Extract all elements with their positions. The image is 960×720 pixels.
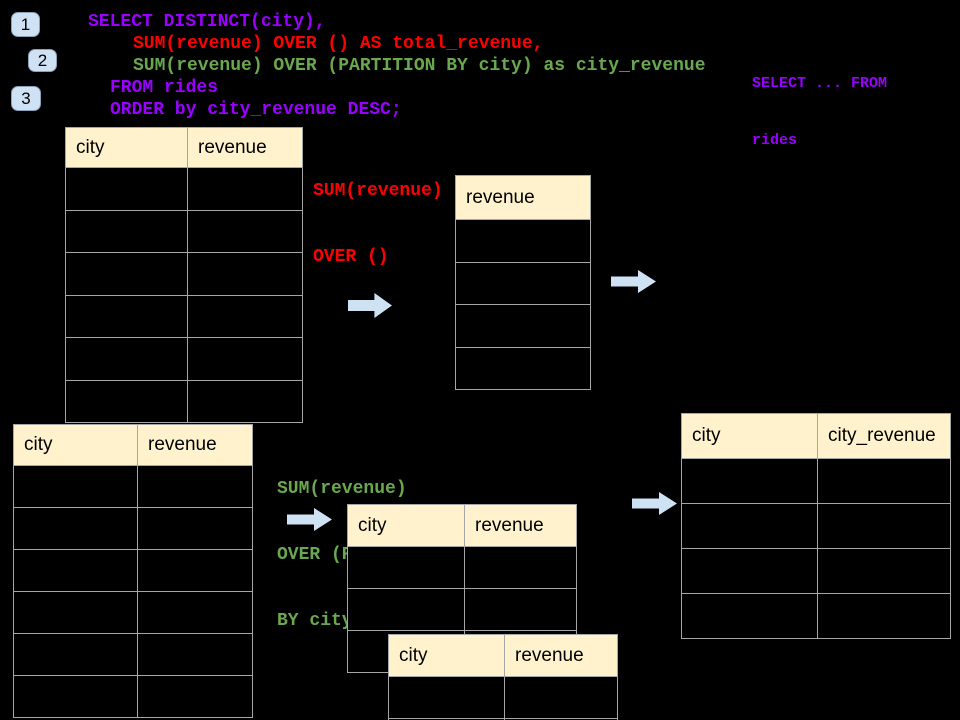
total-window-label-line1: SUM(revenue) <box>313 181 443 201</box>
table-row <box>14 507 252 549</box>
table-row <box>66 337 302 380</box>
sql-line-city-revenue: SUM(revenue) OVER (PARTITION BY city) as… <box>133 56 706 76</box>
column-header-revenue: revenue <box>464 505 576 546</box>
table-row <box>456 346 590 390</box>
flow-arrow-icon <box>632 492 677 515</box>
table-total-revenue-header: revenue <box>456 176 590 219</box>
table-row <box>456 261 590 305</box>
table-city-revenue-header: city city_revenue <box>682 414 950 458</box>
column-header-revenue: revenue <box>466 186 535 208</box>
table-row <box>682 593 950 638</box>
step-badge-2: 2 <box>28 49 57 72</box>
column-header-city: city <box>24 434 53 455</box>
table-partition-overlay-header: city revenue <box>389 635 617 676</box>
total-window-label: SUM(revenue) OVER () <box>313 136 443 312</box>
step-badge-3: 3 <box>11 86 41 111</box>
table-row <box>66 379 302 422</box>
step-badge-1-label: 1 <box>20 14 31 34</box>
table-row <box>682 458 950 503</box>
column-header-revenue: revenue <box>187 128 302 167</box>
table-row <box>389 676 617 718</box>
sql-line-select: SELECT DISTINCT(city), <box>88 12 326 32</box>
column-header-city: city <box>399 644 428 666</box>
side-note-line2: rides <box>752 132 798 149</box>
table-row <box>66 252 302 295</box>
table-rides-bottom: city revenue <box>13 424 253 718</box>
step-badge-3-label: 3 <box>21 88 31 108</box>
sql-line-from: FROM rides <box>110 78 219 98</box>
side-note-line1: SELECT ... FROM <box>752 75 888 92</box>
table-city-revenue-result: city city_revenue <box>681 413 951 639</box>
partition-window-label-line1: SUM(revenue) <box>277 479 407 499</box>
step-badge-1: 1 <box>11 12 40 37</box>
column-header-city: city <box>358 514 387 536</box>
table-rides-top-header: city revenue <box>66 128 302 167</box>
table-row <box>14 591 252 633</box>
column-header-city-revenue: city_revenue <box>817 414 950 458</box>
table-row <box>682 503 950 548</box>
flow-arrow-icon <box>611 270 656 293</box>
table-row <box>14 549 252 591</box>
table-row <box>456 304 590 347</box>
total-window-label-line2: OVER () <box>313 247 389 267</box>
table-row <box>66 294 302 337</box>
table-row <box>682 548 950 593</box>
column-header-city: city <box>692 425 721 446</box>
table-partition-step-header: city revenue <box>348 505 576 546</box>
step-badge-2-label: 2 <box>37 50 48 70</box>
sql-line-order-by: ORDER by city_revenue DESC; <box>110 100 402 120</box>
column-header-revenue: revenue <box>504 635 617 676</box>
sql-line-total-revenue: SUM(revenue) OVER () AS total_revenue, <box>133 34 544 54</box>
table-rides-top: city revenue <box>65 127 303 423</box>
table-row <box>66 167 302 210</box>
side-note: SELECT ... FROM rides <box>752 36 887 188</box>
column-header-revenue: revenue <box>137 425 252 465</box>
table-row <box>14 633 252 675</box>
table-row <box>14 465 252 507</box>
table-row <box>348 546 576 588</box>
table-row <box>456 219 590 262</box>
table-row <box>348 588 576 630</box>
column-header-city: city <box>76 136 105 158</box>
table-row <box>14 675 252 717</box>
table-partition-overlay: city revenue <box>388 634 618 720</box>
table-rides-bottom-header: city revenue <box>14 425 252 465</box>
table-total-revenue-result: revenue <box>455 175 591 390</box>
table-row <box>66 209 302 252</box>
